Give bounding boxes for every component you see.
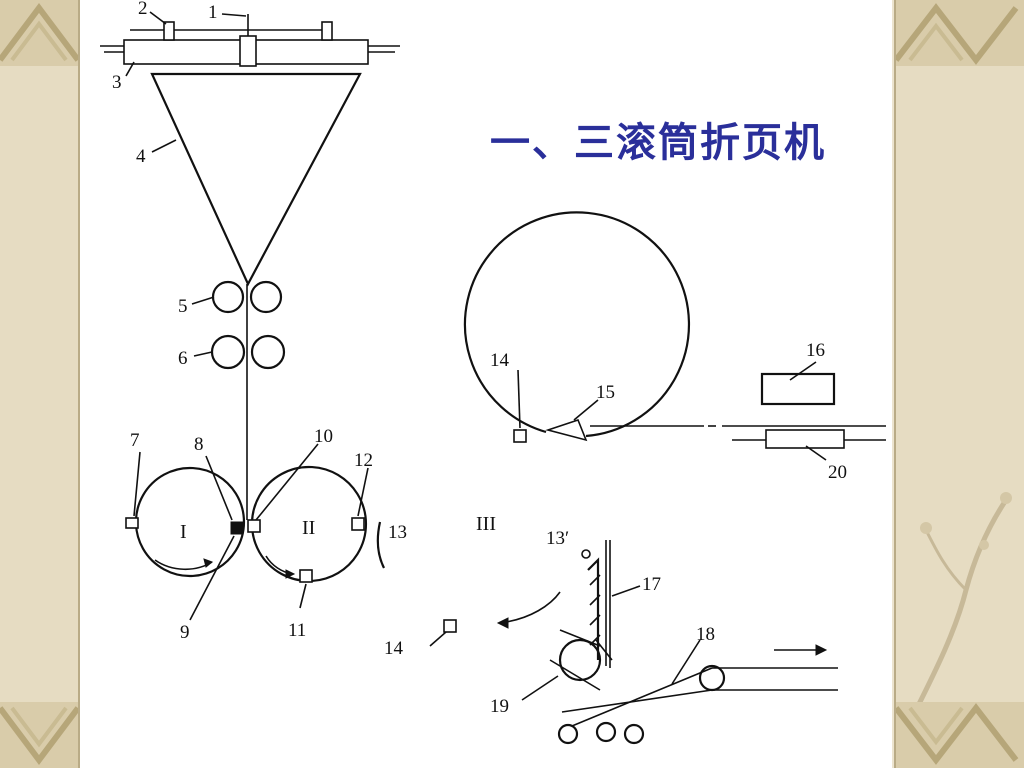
label-20: 20: [828, 462, 847, 483]
label-9: 9: [180, 622, 190, 643]
label-11: 11: [288, 620, 306, 641]
label-13-prime: 13′: [546, 528, 569, 549]
right-bottom-ornament: [896, 702, 1024, 768]
cylinder-3: [443, 211, 691, 633]
label-14-top: 14: [490, 350, 510, 371]
label-8: 8: [194, 434, 204, 455]
cylinder-2-label: II: [302, 517, 315, 539]
roller-pair-6: [210, 334, 286, 370]
label-1: 1: [208, 2, 218, 23]
top-roller-assembly: [100, 14, 400, 67]
cutting-and-tucking-blades: [230, 519, 261, 535]
label-2: 2: [138, 0, 148, 19]
label-5: 5: [178, 296, 188, 317]
part-number-labels: 2 1 3 4 5 6 7 8 9 10 11 12 13 13′ 14 14 …: [112, 0, 847, 717]
label-12: 12: [354, 450, 373, 471]
cylinder-3-label: III: [476, 513, 496, 535]
cylinder-1-label: I: [180, 521, 187, 543]
cylinder-numerals: I II III: [180, 513, 496, 543]
former-board: [150, 72, 362, 287]
label-15: 15: [596, 382, 615, 403]
label-19: 19: [490, 696, 509, 717]
label-10: 10: [314, 426, 333, 447]
folding-roller-19: [549, 629, 613, 691]
label-13: 13: [388, 522, 407, 543]
left-bottom-ornament: [0, 702, 78, 768]
label-6: 6: [178, 348, 188, 369]
slide-title: 一、三滚筒折页机: [490, 119, 826, 166]
left-decorative-border: [0, 0, 80, 768]
cylinder-1: [125, 466, 245, 578]
delivery-conveyor-18: [557, 644, 838, 745]
left-top-ornament: [0, 0, 78, 66]
label-14-bottom: 14: [384, 638, 404, 659]
label-16: 16: [806, 340, 825, 361]
label-18: 18: [696, 624, 715, 645]
cylinder-2-outer-guard: [376, 521, 385, 569]
signature-delivery-line: [590, 372, 886, 449]
label-4: 4: [136, 146, 146, 167]
label-17: 17: [642, 574, 661, 595]
slide-canvas: 一、三滚筒折页机: [80, 0, 892, 768]
leader-lines: [125, 11, 827, 701]
cylinder-2: [250, 465, 367, 583]
plum-branch-decoration: [913, 492, 1012, 712]
label-7: 7: [130, 430, 140, 451]
label-3: 3: [112, 72, 122, 93]
right-decorative-border: [894, 0, 1024, 768]
right-top-ornament: [896, 0, 1024, 66]
folding-guide-17: [587, 540, 611, 668]
